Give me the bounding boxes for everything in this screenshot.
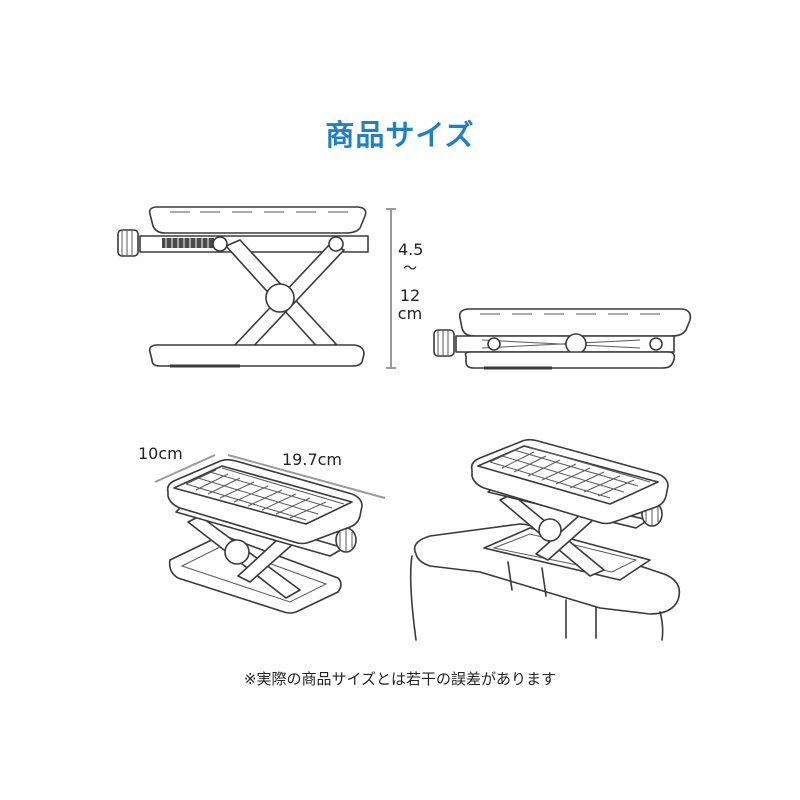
footrest-on-chair: [409, 438, 681, 641]
length-dimension-label: 19.7cm: [282, 450, 343, 469]
size-disclaimer-note: ※実際の商品サイズとは若干の誤差があります: [243, 670, 557, 688]
page-title: 商品サイズ: [325, 118, 475, 152]
footrest-side-raised: [117, 206, 369, 368]
height-max-label: 12: [399, 286, 421, 305]
height-dimension-line: [386, 208, 396, 369]
height-unit-label: cm: [397, 304, 423, 323]
height-range-separator: 〜: [403, 261, 417, 277]
footrest-side-lowered: [433, 308, 692, 370]
height-min-label: 4.5: [398, 240, 424, 259]
footrest-perspective: [154, 454, 386, 614]
width-dimension-label: 10cm: [138, 444, 183, 463]
